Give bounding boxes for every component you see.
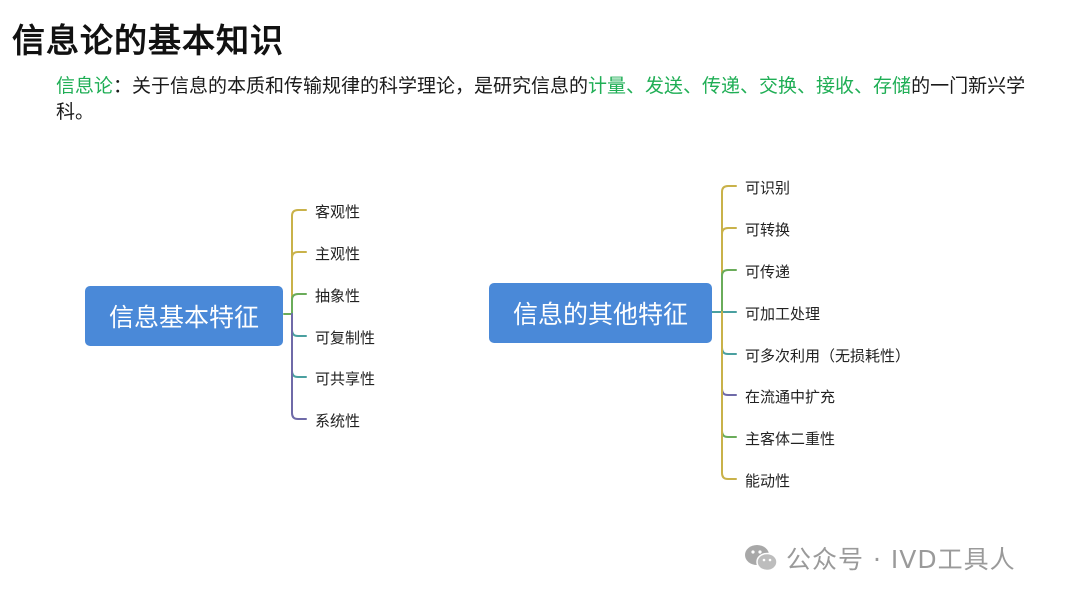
right-branch-3 (721, 269, 737, 313)
left-branch-1 (291, 209, 307, 315)
left-leaf-systematicness: 系统性 (315, 412, 361, 430)
right-branch-8 (721, 311, 737, 480)
right-leaf-expands-in-circulation: 在流通中扩充 (745, 388, 836, 406)
definition-separator: ： (113, 75, 133, 97)
right-leaf-identifiable: 可识别 (745, 179, 791, 197)
left-leaf-replicability: 可复制性 (315, 329, 376, 347)
left-leaf-shareability: 可共享性 (315, 370, 376, 388)
right-leaf-convertible: 可转换 (745, 221, 791, 239)
right-branch-5 (721, 311, 737, 355)
page-title: 信息论的基本知识 (12, 21, 284, 60)
right-branch-1 (721, 185, 737, 313)
left-branch-6 (291, 313, 307, 420)
left-branch-3 (291, 293, 307, 315)
left-root-node: 信息基本特征 (85, 286, 283, 346)
definition-paragraph: 信息论：关于信息的本质和传输规律的科学理论，是研究信息的计量、发送、传递、交换、… (56, 73, 1046, 125)
right-leaf-processable: 可加工处理 (745, 305, 821, 323)
right-branch-7 (721, 311, 737, 438)
right-root-node: 信息的其他特征 (489, 283, 712, 343)
wechat-icon (745, 545, 778, 572)
left-leaf-abstractness: 抽象性 (315, 287, 361, 305)
definition-text-2: 的一门新兴学科。 (56, 75, 1026, 123)
left-leaf-subjectivity: 主观性 (315, 245, 361, 263)
left-branch-2 (291, 251, 307, 315)
left-branch-5 (291, 313, 307, 378)
right-leaf-initiative: 能动性 (745, 472, 791, 490)
right-leaf-transmittable: 可传递 (745, 263, 791, 281)
watermark-text: 公众号 · IVD工具人 (786, 545, 1016, 574)
watermark: 公众号 · IVD工具人 (744, 540, 1016, 576)
definition-highlight: 计量、发送、传递、交换、接收、存储 (588, 75, 912, 97)
right-leaf-reusable: 可多次利用（无损耗性） (745, 347, 911, 365)
left-leaf-objectivity: 客观性 (315, 203, 361, 221)
definition-term: 信息论 (56, 75, 114, 97)
right-leaf-subject-object-duality: 主客体二重性 (745, 430, 836, 448)
right-branch-2 (721, 227, 737, 313)
definition-text-1: 关于信息的本质和传输规律的科学理论，是研究信息的 (132, 75, 589, 97)
left-branch-4 (291, 313, 307, 337)
